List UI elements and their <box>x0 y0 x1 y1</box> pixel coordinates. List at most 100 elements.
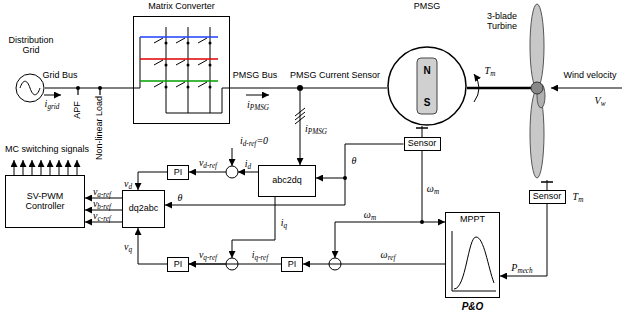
signal-name: iPMSG <box>247 99 269 110</box>
signal-name: vd <box>124 178 132 189</box>
transform-box: dq2abc <box>122 190 165 228</box>
text-part: q-ref <box>255 254 269 262</box>
text-part: mech <box>517 267 532 275</box>
pi-block: PI <box>281 257 303 272</box>
text-part: q <box>128 246 132 254</box>
switch-contact <box>165 64 168 67</box>
sensor-wire <box>300 91 301 165</box>
summing-junction <box>226 166 238 178</box>
text-part: v <box>93 198 97 209</box>
signal-connector <box>189 264 281 265</box>
matrix-converter: Matrix Converter <box>133 2 230 124</box>
shaft <box>467 87 531 90</box>
signal-connector <box>316 144 404 178</box>
switch-contact <box>165 42 168 45</box>
node-text: Sensor <box>533 192 562 202</box>
annotation: 3-blade Turbine <box>482 12 522 32</box>
sensor-handle <box>541 181 553 183</box>
rotor <box>417 58 437 114</box>
grid-circle <box>16 74 44 102</box>
node-text: SV-PWM Controller <box>6 192 84 212</box>
text-part: T <box>573 191 579 202</box>
text-part: d-ref <box>203 162 217 170</box>
text-part: P <box>511 262 517 273</box>
signal-name: vq <box>124 241 132 252</box>
mppt-curve <box>446 227 499 297</box>
output-line <box>166 27 167 113</box>
pi-block: PI <box>167 257 189 272</box>
node-text: P&O <box>445 301 500 312</box>
switch-symbol <box>198 60 207 65</box>
phase-line <box>140 36 218 38</box>
signal-name: θ <box>178 192 183 203</box>
generator: PMSGNS <box>385 2 469 130</box>
text-part: m <box>490 70 495 78</box>
annotation: Non-linear Load <box>95 96 105 160</box>
signal-name: ωm <box>364 209 376 220</box>
grid-symbol <box>15 73 45 103</box>
text-part: grid <box>47 103 59 111</box>
switch-symbol <box>154 60 163 65</box>
sensor-handle <box>416 127 428 129</box>
signal-wire <box>165 178 345 205</box>
phase-line <box>140 80 218 82</box>
node-text: MPPT <box>446 215 499 225</box>
switch-symbol <box>198 82 207 87</box>
text-part: v <box>199 157 203 168</box>
controller-box: SV-PWM Controller <box>5 175 85 228</box>
signal-name: vq-ref <box>199 249 217 260</box>
text-part: m <box>371 214 376 222</box>
signal-name: id-ref=0 <box>240 135 268 146</box>
signal-name: Tm <box>573 191 584 202</box>
current-arrow <box>44 95 61 96</box>
current-arrow <box>246 95 269 96</box>
node-text: PI <box>288 260 297 270</box>
grid-source: Distribution Grid <box>3 36 59 104</box>
torque-arrow <box>474 74 479 102</box>
text-part: T <box>485 65 491 76</box>
text-part: i <box>247 99 250 110</box>
sensor-box: Sensor <box>529 190 566 204</box>
input-feeder <box>134 37 140 88</box>
switch-symbol <box>198 38 207 43</box>
node-text: PI <box>174 260 183 270</box>
annotation: APF <box>73 101 83 119</box>
signal-wire <box>232 148 233 166</box>
signal-name: Vw <box>595 95 606 106</box>
node-text: abc2dq <box>272 176 302 186</box>
turbine <box>530 4 545 178</box>
text-part: =0 <box>256 135 268 146</box>
switch-contact <box>209 86 212 89</box>
power-curve <box>454 237 494 289</box>
sensor-box: Sensor <box>404 137 441 151</box>
signal-connector <box>303 264 445 265</box>
annotation: Grid Bus <box>42 71 77 81</box>
turbine-blade <box>530 4 544 88</box>
text-part: c-ref <box>98 215 111 223</box>
text-part: w <box>601 100 606 108</box>
signal-name: vd-ref <box>199 157 217 168</box>
node-text: Matrix Converter <box>133 2 230 12</box>
grid-bus-line <box>45 87 133 88</box>
text-part: i <box>240 135 243 146</box>
junction-dot <box>98 86 102 90</box>
signal-name: iPMSG <box>305 123 327 134</box>
switch-contact <box>187 42 190 45</box>
text-part: ref <box>388 254 396 262</box>
text-part: d-ref <box>243 140 257 148</box>
signal-name: id <box>245 158 251 169</box>
text-part: v <box>124 241 128 252</box>
signal-name: ωref <box>381 249 396 260</box>
node-text: dq2abc <box>129 204 159 214</box>
text-part: i <box>245 158 248 169</box>
signal-name: θ <box>352 155 357 166</box>
text-part: i <box>281 217 284 228</box>
annotation: MC switching signals <box>5 145 89 155</box>
switching-arrow <box>14 160 15 175</box>
transform-box: abc2dq <box>258 165 316 197</box>
switch-symbol <box>154 38 163 43</box>
text-part: ω <box>364 209 371 220</box>
node-text: Sensor <box>408 139 437 149</box>
signal-wire <box>335 222 422 258</box>
text-part: ω <box>381 249 388 260</box>
